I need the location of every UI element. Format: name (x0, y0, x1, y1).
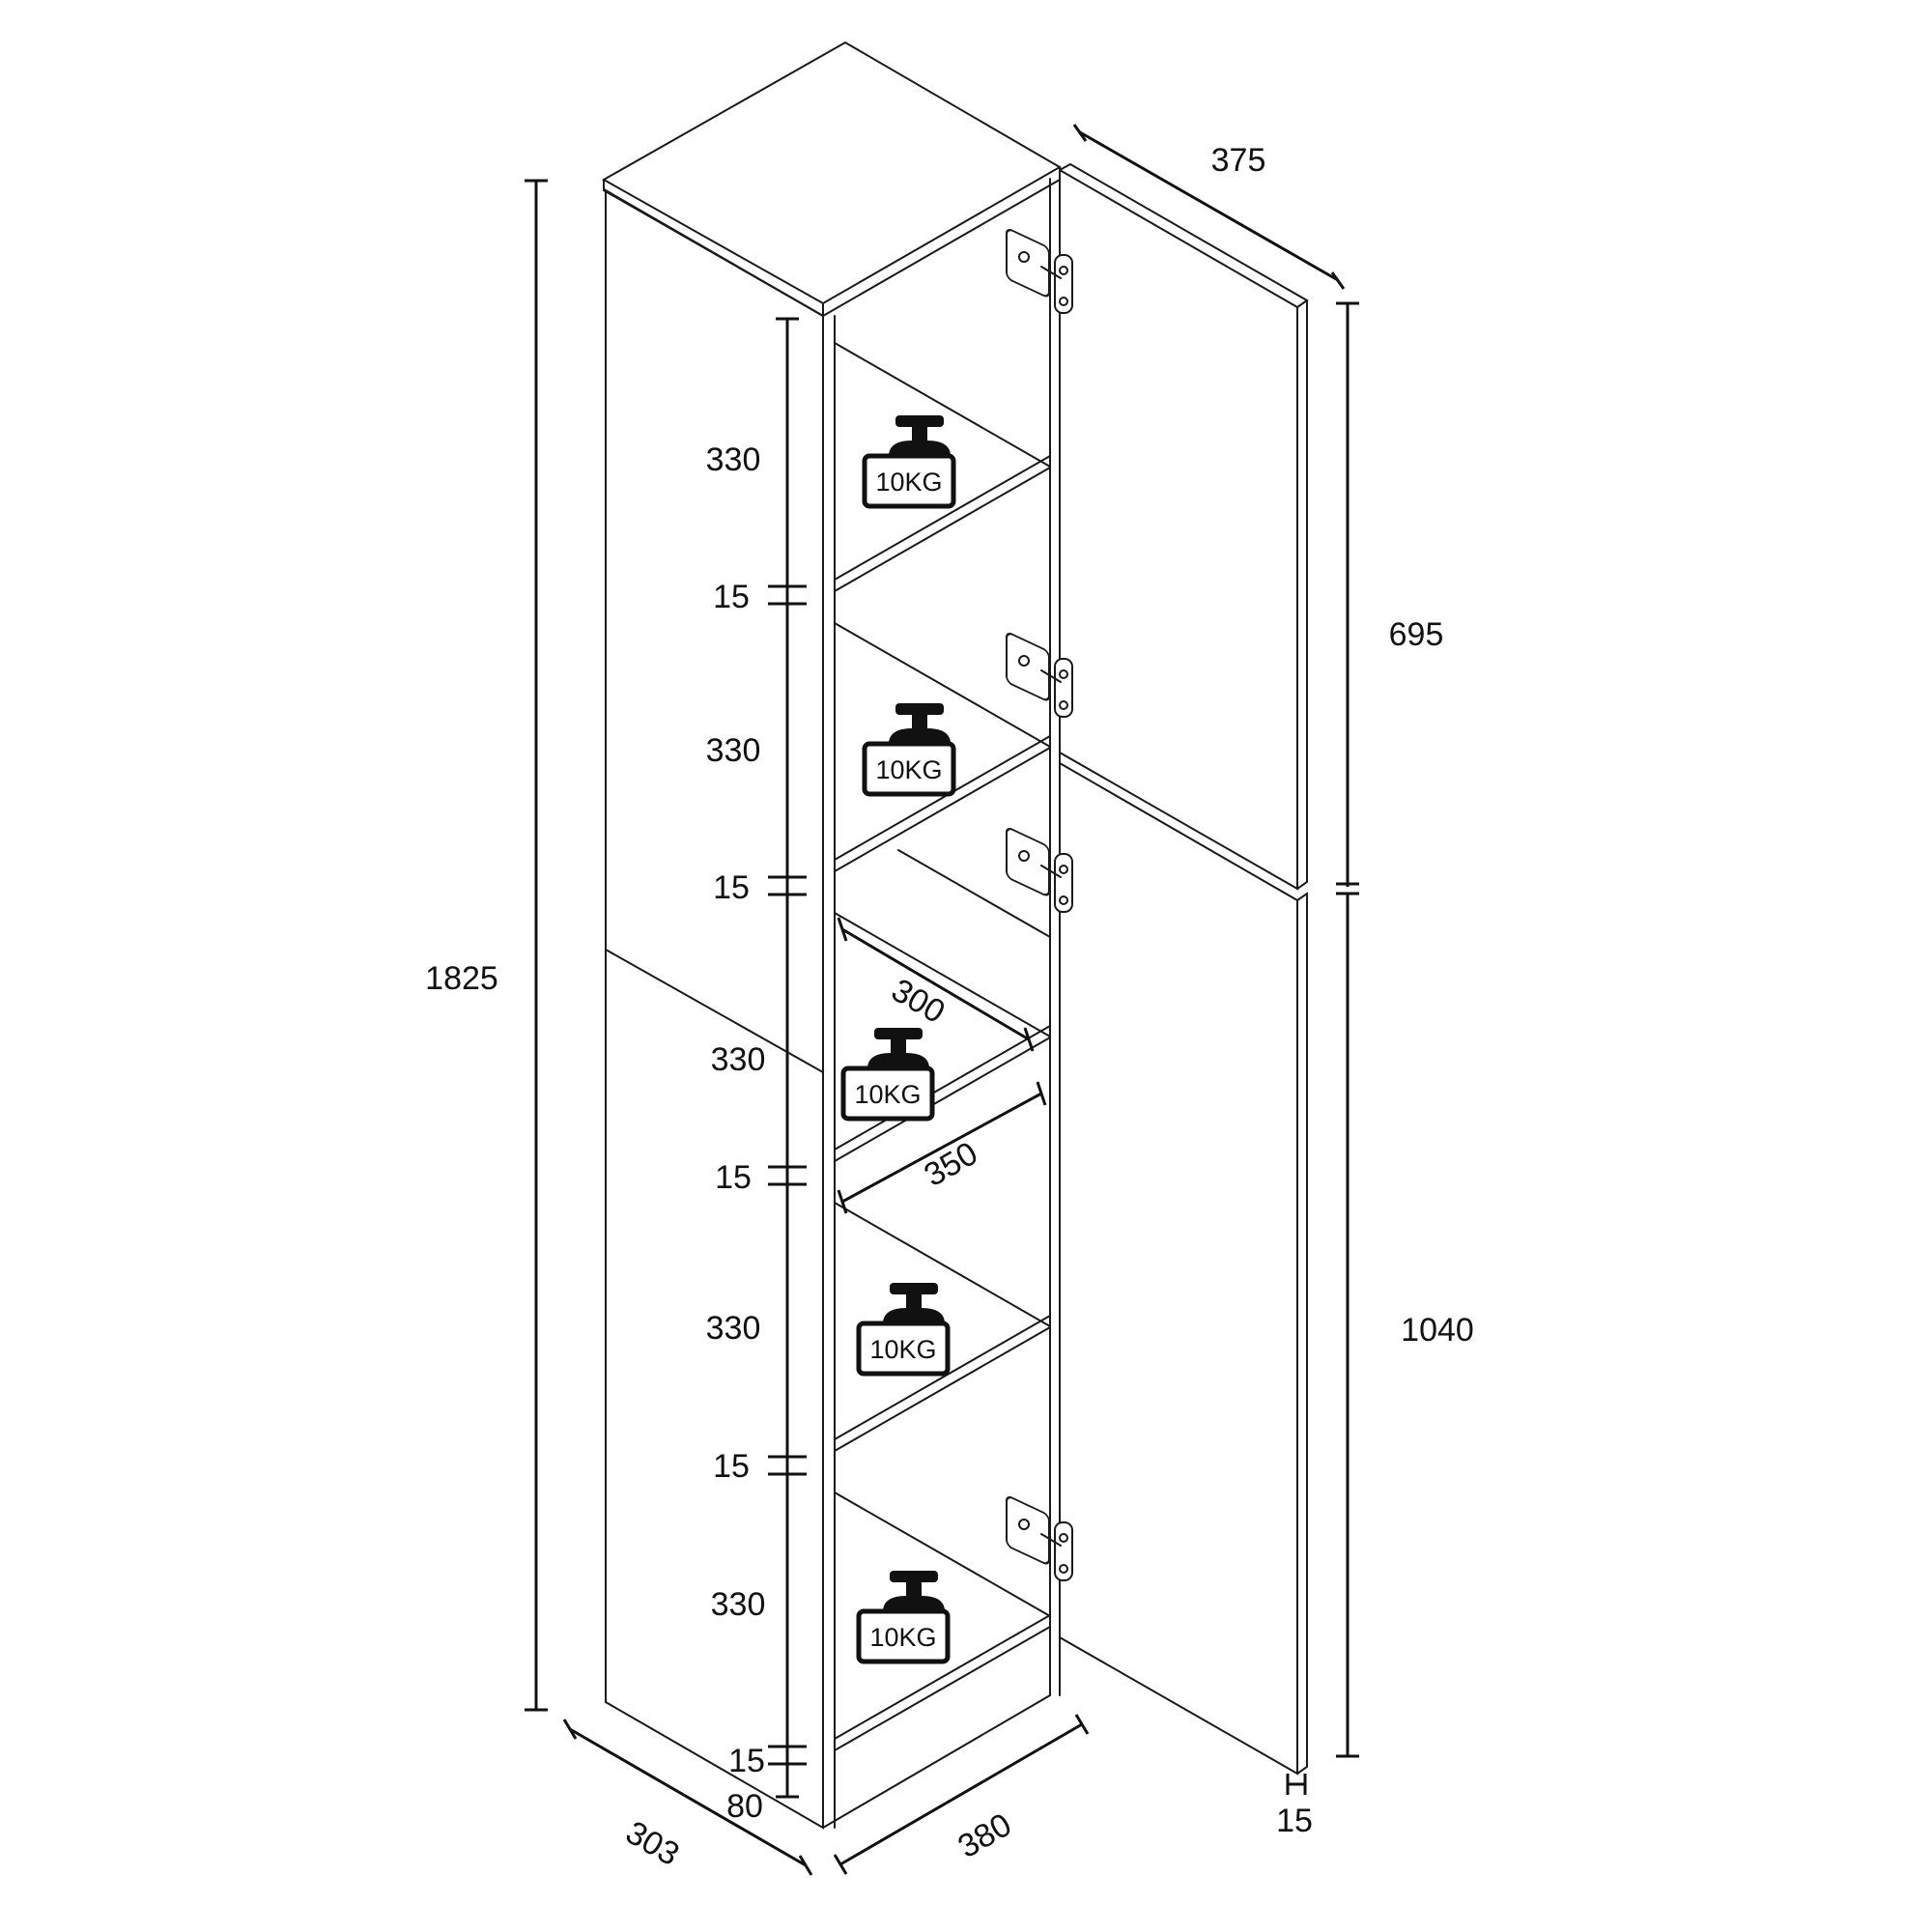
dim-door-thickness: 15 (1276, 1803, 1313, 1839)
top-panel (601, 41, 1062, 305)
hinge-icon (1006, 1496, 1073, 1581)
dim-compartment-height: 330 (706, 441, 761, 478)
dim-lower-door-height: 1040 (1401, 1312, 1474, 1349)
dim-upper-door-height: 695 (1389, 616, 1444, 653)
dim-side-depth: 303 (619, 1814, 685, 1873)
dimension-lines (525, 124, 1359, 1876)
load-label: 10KG (869, 1623, 936, 1652)
dim-shelf-width: 350 (918, 1135, 983, 1194)
load-label: 10KG (869, 1335, 936, 1364)
cabinet-body (601, 41, 1062, 1830)
dim-separator: 15 (715, 1159, 752, 1196)
upper-door (1059, 168, 1298, 891)
shelf (834, 622, 1051, 872)
weight-icon: 10KG (856, 1283, 951, 1377)
top-panel-edge (603, 166, 1061, 318)
load-label: 10KG (875, 468, 942, 497)
left-side-panel (605, 188, 824, 1830)
weight-icon: 10KG (840, 1028, 935, 1122)
dim-door-top-width: 375 (1211, 142, 1266, 179)
dim-compartment-height: 330 (711, 1586, 766, 1623)
dim-separator: 15 (728, 1743, 765, 1779)
hinges (1006, 229, 1073, 1581)
separator-ticks (768, 584, 807, 1766)
lower-door (1059, 761, 1298, 1776)
shelf (834, 1492, 1051, 1617)
shelf (834, 912, 1051, 1162)
dim-separator: 15 (713, 869, 750, 906)
hinge-icon (1006, 828, 1073, 913)
shelf (834, 342, 1051, 592)
lower-door-edge (1296, 892, 1308, 1775)
hinge-icon (1006, 633, 1073, 718)
front-left-edge-base (822, 1820, 836, 1829)
load-label: 10KG (875, 755, 942, 784)
dim-compartment-height: 330 (706, 1310, 761, 1347)
base-plinth (834, 1625, 1051, 1823)
load-badges: 10KG 10KG 10KG 10KG 10KG (840, 415, 956, 1664)
dim-separator: 15 (713, 579, 750, 615)
dim-shelf-depth: 300 (885, 972, 951, 1031)
dim-compartment-height: 330 (711, 1041, 766, 1078)
weight-icon: 10KG (862, 703, 956, 797)
dim-compartment-height: 330 (706, 732, 761, 769)
dim-front-width: 380 (952, 1806, 1017, 1865)
dim-total-height: 1825 (425, 960, 498, 997)
dim-separator: 15 (713, 1448, 750, 1485)
doors (1059, 162, 1309, 1776)
upper-door-edge (1059, 162, 1309, 890)
dim-base-height: 80 (726, 1788, 763, 1825)
shelf (834, 1202, 1051, 1452)
weight-icon: 10KG (862, 415, 956, 509)
shelves (834, 342, 1051, 1617)
hinge-icon (1006, 229, 1073, 314)
base-plinth-top (834, 1614, 1051, 1740)
weight-icon: 10KG (856, 1571, 951, 1664)
load-label: 10KG (854, 1080, 921, 1109)
